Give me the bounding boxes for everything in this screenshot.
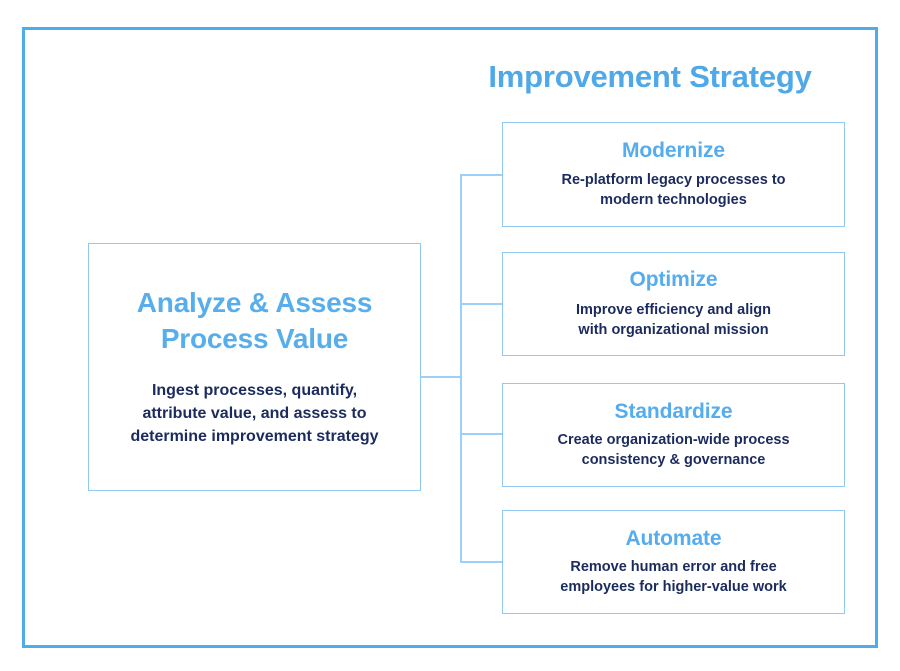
strategy-description: Improve efficiency and align with organi… (576, 301, 771, 338)
strategy-title: Optimize (629, 268, 718, 292)
connector-primary-to-spine (421, 376, 462, 378)
page-title: Improvement Strategy (488, 59, 812, 94)
outer-frame-border (22, 27, 878, 648)
strategy-box-standardize[interactable]: Standardize Create organization-wide pro… (502, 383, 845, 487)
primary-box-description: Ingest processes, quantify, attribute val… (124, 379, 384, 449)
connector-spine-to-standardize (460, 433, 503, 435)
connector-spine-to-automate (460, 561, 503, 563)
strategy-description: Remove human error and free employees fo… (560, 559, 787, 596)
strategy-box-modernize[interactable]: Modernize Re-platform legacy processes t… (502, 122, 845, 227)
connector-spine (460, 174, 462, 562)
primary-box-description-line1: Ingest processes, quantify, (151, 382, 358, 400)
strategy-box-automate[interactable]: Automate Remove human error and free emp… (502, 510, 845, 614)
connector-spine-to-optimize (460, 303, 503, 305)
primary-box-description-line3: determine improvement strategy (130, 428, 379, 446)
primary-box-title-line1: Analyze & Assess (136, 287, 373, 319)
strategy-description: Create organization-wide process consist… (557, 432, 790, 469)
strategy-description: Re-platform legacy processes to modern t… (561, 172, 786, 209)
strategy-title: Standardize (614, 399, 733, 423)
strategy-box-optimize[interactable]: Optimize Improve efficiency and align wi… (502, 252, 845, 356)
primary-box-description-line2: attribute value, and assess to (142, 405, 367, 423)
connector-spine-to-modernize (460, 174, 503, 176)
primary-box-title-line2: Process Value (160, 323, 349, 355)
strategy-title: Modernize (622, 138, 725, 162)
strategy-title: Automate (625, 526, 722, 550)
